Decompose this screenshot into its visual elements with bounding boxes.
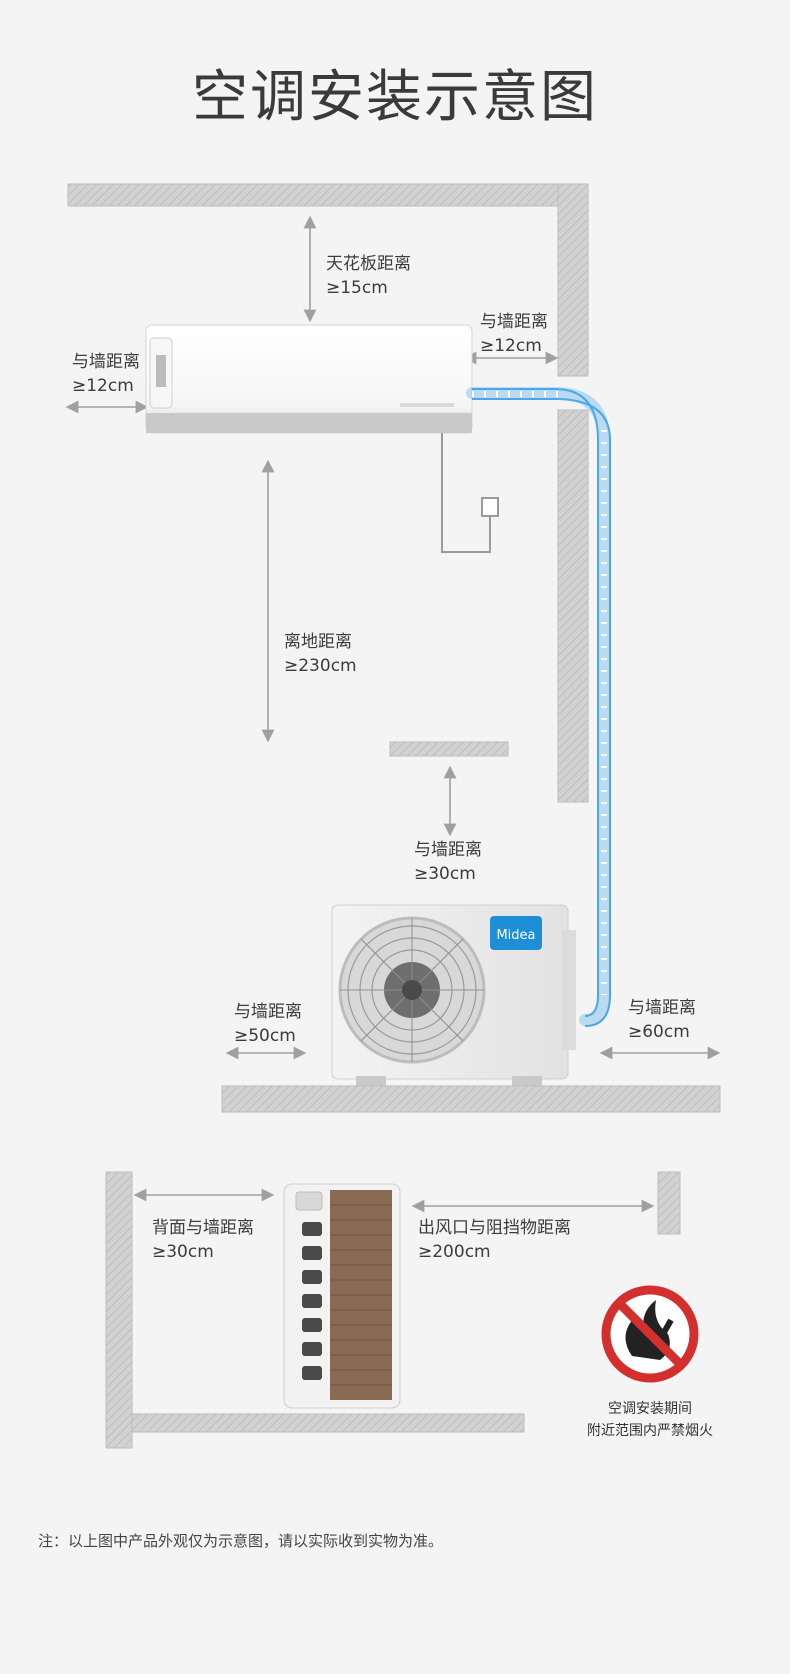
- fan-icon: [338, 916, 486, 1064]
- right-outdoor-title: 与墙距离: [628, 998, 696, 1018]
- power-cord: [441, 433, 499, 553]
- ceiling-distance-title: 天花板距离: [326, 254, 411, 274]
- overhead-obstacle: [389, 741, 509, 757]
- outlet-label: 出风口与阻挡物距离 ≥200cm: [418, 1216, 571, 1264]
- left-outdoor-title: 与墙距离: [234, 1002, 302, 1022]
- left-outdoor-value: ≥50cm: [234, 1026, 296, 1046]
- back-wall-label: 背面与墙距离 ≥30cm: [152, 1216, 254, 1264]
- right-wall-indoor-label: 与墙距离 ≥12cm: [480, 310, 548, 358]
- warning-line-2: 附近范围内严禁烟火: [587, 1423, 713, 1439]
- ceiling-wall: [67, 183, 589, 207]
- footnote: 注：以上图中产品外观仅为示意图，请以实际收到实物为准。: [38, 1532, 444, 1550]
- no-fire-warning: 空调安装期间 附近范围内严禁烟火: [560, 1398, 740, 1442]
- back-wall-title: 背面与墙距离: [152, 1218, 254, 1238]
- right-wall-upper: [557, 183, 589, 803]
- warning-line-1: 空调安装期间: [608, 1401, 692, 1417]
- floor-distance-value: ≥230cm: [284, 656, 357, 676]
- side-view-floor: [131, 1413, 525, 1433]
- brand-logo: Midea: [496, 928, 535, 943]
- brand-badge: [490, 916, 542, 950]
- left-wall-indoor-title: 与墙距离: [72, 352, 140, 372]
- outdoor-floor: [221, 1085, 721, 1113]
- right-wall-indoor-title: 与墙距离: [480, 312, 548, 332]
- ceiling-distance-value: ≥15cm: [326, 278, 388, 298]
- side-view-back-wall: [105, 1171, 133, 1449]
- no-fire-icon: [601, 1285, 699, 1383]
- top-outdoor-title: 与墙距离: [414, 840, 482, 860]
- top-outdoor-value: ≥30cm: [414, 864, 476, 884]
- refrigerant-pipe: [466, 387, 611, 1027]
- indoor-unit: [145, 324, 473, 434]
- outdoor-unit: Midea: [331, 904, 576, 1086]
- ceiling-distance-label: 天花板距离 ≥15cm: [326, 252, 411, 300]
- right-wall-indoor-value: ≥12cm: [480, 336, 542, 356]
- side-view-obstacle: [657, 1171, 681, 1235]
- floor-distance-title: 离地距离: [284, 632, 352, 652]
- back-wall-value: ≥30cm: [152, 1242, 214, 1262]
- right-outdoor-value: ≥60cm: [628, 1022, 690, 1042]
- top-outdoor-label: 与墙距离 ≥30cm: [414, 838, 482, 886]
- floor-distance-label: 离地距离 ≥230cm: [284, 630, 357, 678]
- outdoor-unit-side-view: [283, 1183, 401, 1409]
- outlet-title: 出风口与阻挡物距离: [418, 1218, 571, 1238]
- right-outdoor-label: 与墙距离 ≥60cm: [628, 996, 696, 1044]
- left-outdoor-label: 与墙距离 ≥50cm: [234, 1000, 302, 1048]
- left-wall-indoor-value: ≥12cm: [72, 376, 134, 396]
- left-wall-indoor-label: 与墙距离 ≥12cm: [72, 350, 140, 398]
- outlet-value: ≥200cm: [418, 1242, 491, 1262]
- page-title: 空调安装示意图: [192, 65, 598, 130]
